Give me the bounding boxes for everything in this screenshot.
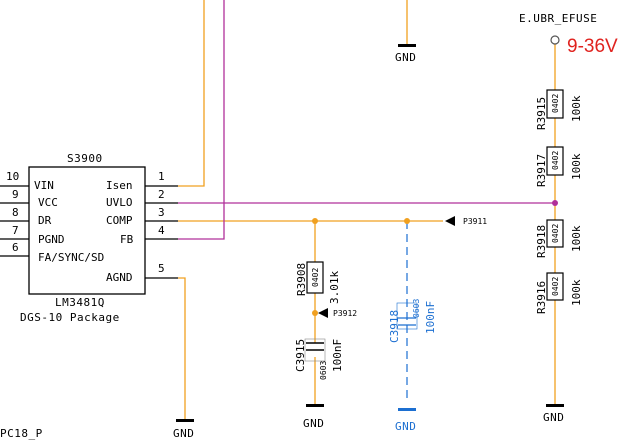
pin-num-uvlo: 2 xyxy=(158,188,165,201)
gnd-label-agnd: GND xyxy=(173,427,194,440)
pin-num-vcc: 9 xyxy=(12,188,19,201)
pin-num-fa-sync-sd: 6 xyxy=(12,241,19,254)
r3915-pkg: 0402 xyxy=(551,94,560,113)
pin-name-dr: DR xyxy=(38,214,52,227)
resistor-r3917[interactable]: 0402 R3917 100k xyxy=(535,146,583,187)
pin-num-fb: 4 xyxy=(158,224,165,237)
ic-body[interactable] xyxy=(28,166,146,295)
capacitor-c3915[interactable]: C3915 0603 100nF xyxy=(294,338,344,380)
r3917-pkg: 0402 xyxy=(551,151,560,170)
pin-name-isen: Isen xyxy=(106,179,133,192)
junction-r3908-c3915 xyxy=(312,310,318,316)
power-terminal[interactable] xyxy=(550,35,560,45)
c3918-ref: C3918 xyxy=(388,310,401,343)
gnd-label-divider: GND xyxy=(543,411,564,424)
c3918-pkg: 0603 xyxy=(412,299,421,318)
r3917-value: 100k xyxy=(570,153,583,180)
pin-num-dr: 8 xyxy=(12,206,19,219)
pin-name-vin: VIN xyxy=(34,179,54,192)
pin-num-vin: 10 xyxy=(6,170,19,183)
offpage-net-label: PC18_P xyxy=(0,427,43,440)
test-point-p3912[interactable]: P3912 xyxy=(318,308,357,318)
junction-comp-r3908 xyxy=(312,218,318,224)
ic-refdes: S3900 xyxy=(67,152,103,165)
gnd-symbol-agnd[interactable]: GND xyxy=(173,419,194,440)
wire-isen[interactable] xyxy=(178,0,205,187)
pin-name-uvlo: UVLO xyxy=(106,196,133,209)
pin-name-comp: COMP xyxy=(106,214,133,227)
r3918-value: 100k xyxy=(570,225,583,252)
wire-agnd[interactable] xyxy=(178,277,186,420)
r3916-ref: R3916 xyxy=(535,281,548,314)
resistor-r3916[interactable]: 0402 R3916 100k xyxy=(535,272,583,314)
orange-nets xyxy=(178,0,556,420)
magenta-nets xyxy=(178,0,555,240)
r3916-value: 100k xyxy=(570,279,583,306)
p3912-label: P3912 xyxy=(333,309,357,318)
gnd-label-c3918: GND xyxy=(395,420,416,433)
capacitor-c3918[interactable]: C3918 0603 100nF xyxy=(388,221,437,398)
pin-name-fa-sync-sd: FA/SYNC/SD xyxy=(38,251,104,264)
r3908-pkg: 0402 xyxy=(311,268,320,287)
pin-name-agnd: AGND xyxy=(106,271,133,284)
wire-fb[interactable] xyxy=(178,0,225,240)
r3918-ref: R3918 xyxy=(535,225,548,258)
r3918-pkg: 0402 xyxy=(551,224,560,243)
r3908-value: 3.01k xyxy=(328,271,341,304)
gnd-label-c3915: GND xyxy=(303,417,324,430)
c3915-pkg: 0603 xyxy=(319,361,328,380)
ic-part: LM3481Q xyxy=(55,296,105,309)
voltage-range: 9-36V xyxy=(567,36,618,57)
right-pin-stubs xyxy=(145,185,178,279)
gnd-symbol-divider[interactable]: GND xyxy=(543,404,564,424)
junction-comp-c3918 xyxy=(404,218,410,224)
pin-name-fb: FB xyxy=(120,233,134,246)
r3915-ref: R3915 xyxy=(535,97,548,130)
resistor-r3918[interactable]: 0402 R3918 100k xyxy=(535,219,583,258)
resistor-r3915[interactable]: 0402 R3915 100k xyxy=(535,89,583,130)
gnd-symbol-c3915[interactable]: GND xyxy=(303,404,324,430)
c3918-value: 100nF xyxy=(424,301,437,334)
pin-num-isen: 1 xyxy=(158,170,165,183)
pin-num-comp: 3 xyxy=(158,206,165,219)
r3915-value: 100k xyxy=(570,95,583,122)
c3915-ref: C3915 xyxy=(294,339,307,372)
c3915-value: 100nF xyxy=(331,339,344,372)
pin-name-pgnd: PGND xyxy=(38,233,65,246)
gnd-label-top: GND xyxy=(395,51,416,64)
r3908-ref: R3908 xyxy=(295,263,308,296)
junctions xyxy=(312,200,558,316)
test-point-p3911[interactable]: P3911 xyxy=(445,216,487,226)
left-pin-stubs xyxy=(0,185,29,257)
r3916-pkg: 0402 xyxy=(551,277,560,296)
resistor-r3908[interactable]: 0402 R3908 3.01k xyxy=(295,261,341,304)
gnd-symbol-c3918[interactable]: GND xyxy=(395,408,416,433)
power-net-label: E.UBR_EFUSE xyxy=(519,12,597,25)
r3917-ref: R3917 xyxy=(535,154,548,187)
p3911-label: P3911 xyxy=(463,217,487,226)
pin-num-agnd: 5 xyxy=(158,262,165,275)
pin-num-pgnd: 7 xyxy=(12,224,19,237)
gnd-symbol-top[interactable]: GND xyxy=(395,44,416,64)
junction-uvlo-divider xyxy=(552,200,558,206)
pin-name-vcc: VCC xyxy=(38,196,58,209)
ic-package: DGS-10 Package xyxy=(20,311,120,324)
